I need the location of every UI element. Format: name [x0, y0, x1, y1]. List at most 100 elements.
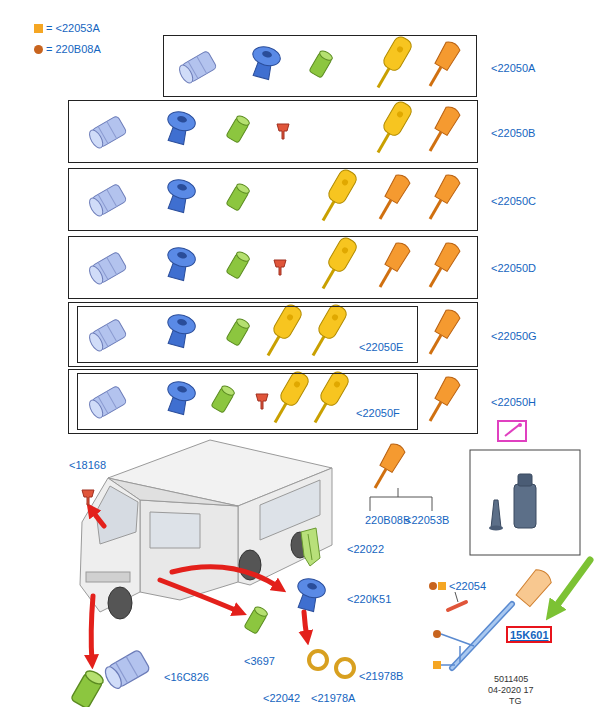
drawing-shape [370, 497, 371, 511]
door-lock-cylinder [87, 251, 127, 286]
key [373, 241, 411, 291]
drawing-reference: 04-2020 17 [488, 685, 534, 696]
lock-barrel [226, 250, 251, 279]
key [423, 308, 461, 358]
kit-number: <22050G [491, 330, 537, 342]
kit-parts-row [87, 235, 462, 292]
location-arrows [91, 509, 307, 662]
drawing-shape [150, 512, 200, 548]
drawing-shape [552, 560, 590, 612]
callout-number: <3697 [244, 655, 275, 667]
drawing-reference: 5011405 [494, 674, 528, 685]
door-lock-cylinder [87, 183, 127, 218]
ignition-cylinder [162, 109, 197, 146]
drawing-shape [91, 596, 93, 662]
kit-number: <22050B [491, 127, 535, 139]
drawing-shape [91, 509, 104, 526]
flip-key [260, 302, 304, 359]
key-tree [368, 442, 432, 511]
flip-key [370, 99, 414, 156]
door-lock-cylinder [87, 115, 127, 150]
clip [277, 124, 289, 139]
drawing-shape [336, 659, 354, 677]
kit-number: <22050E [359, 341, 403, 353]
drawing-shape [455, 592, 458, 602]
drawing-shape [491, 500, 501, 528]
door-lock-cylinder [177, 50, 217, 85]
key [373, 173, 411, 223]
legend-swatch [34, 45, 43, 54]
door-lock-cylinder [87, 318, 127, 353]
flip-key [315, 235, 359, 292]
callout-number: <18168 [69, 459, 106, 471]
lock-barrel [211, 384, 236, 413]
drawing-shape [518, 423, 522, 427]
callout-number: <16C826 [164, 671, 209, 683]
drawing-shape [239, 550, 261, 580]
kit-row-box: <22050D [68, 236, 478, 299]
callout-number: <22042 [263, 692, 300, 704]
key [423, 105, 461, 155]
drawing-shape [452, 604, 512, 668]
drawing-shape [96, 486, 138, 544]
drawing-shape [505, 425, 519, 436]
key [423, 241, 461, 291]
drawing-shape [301, 528, 320, 566]
drawing-shape [160, 580, 240, 612]
clip [256, 394, 268, 409]
key [423, 40, 461, 90]
drawing-shape [140, 500, 238, 600]
kit-parts-row [87, 167, 462, 224]
lock-barrel [226, 182, 251, 211]
drawing-shape [515, 567, 553, 607]
lock-barrel [226, 317, 251, 346]
kit-number: <22050F [356, 407, 400, 419]
drawing-shape [301, 528, 320, 566]
flip-key [267, 369, 311, 426]
drawing-shape [433, 661, 441, 669]
drawing-shape [432, 497, 433, 511]
callout-number: <220K51 [347, 593, 391, 605]
inner-kit-box: <22050E [77, 306, 418, 363]
drawing-shape [238, 468, 332, 585]
drawing-shape [441, 664, 455, 666]
callout-number: <22022 [347, 543, 384, 555]
drawing-shape [304, 612, 307, 638]
drawing-reference: TG [509, 696, 522, 707]
flip-key [370, 34, 414, 91]
kit-number: <22050D [491, 262, 536, 274]
kit-parts-row [177, 34, 462, 91]
drawing-shape [244, 605, 269, 634]
drawing-shape [71, 668, 106, 707]
drawing-shape [260, 480, 320, 540]
legend-text: = <22053A [46, 22, 100, 34]
lock-barrel [226, 114, 251, 143]
kit-number: <22050H [491, 396, 536, 408]
kit-row-box: <22050H<22050F [68, 369, 478, 434]
clip [274, 260, 286, 275]
drawing-shape [172, 567, 280, 588]
drawing-shape [489, 526, 503, 531]
kit-parts-row [87, 302, 462, 359]
door-lock-cylinder [87, 385, 127, 420]
drawing-shape [438, 582, 446, 590]
legend-swatch [34, 24, 43, 33]
drawing-shape [108, 440, 332, 506]
drawing-shape [448, 602, 466, 610]
kit-row-box: <22050A [163, 35, 477, 97]
ignition-cylinder [162, 379, 197, 416]
loose-parts [71, 490, 354, 707]
drawing-shape [80, 478, 140, 612]
drawing-shape [452, 604, 512, 668]
drawing-shape [86, 572, 130, 582]
kit-row-box: <22050B [68, 100, 478, 163]
drawing-shape [459, 646, 461, 662]
callout-number: <22053B [405, 514, 449, 526]
drawing-shape [398, 488, 399, 497]
flip-key [307, 369, 351, 426]
kit-row-box: <22050C [68, 168, 478, 231]
kit-number: <22050A [491, 62, 535, 74]
drawing-shape [308, 534, 312, 560]
